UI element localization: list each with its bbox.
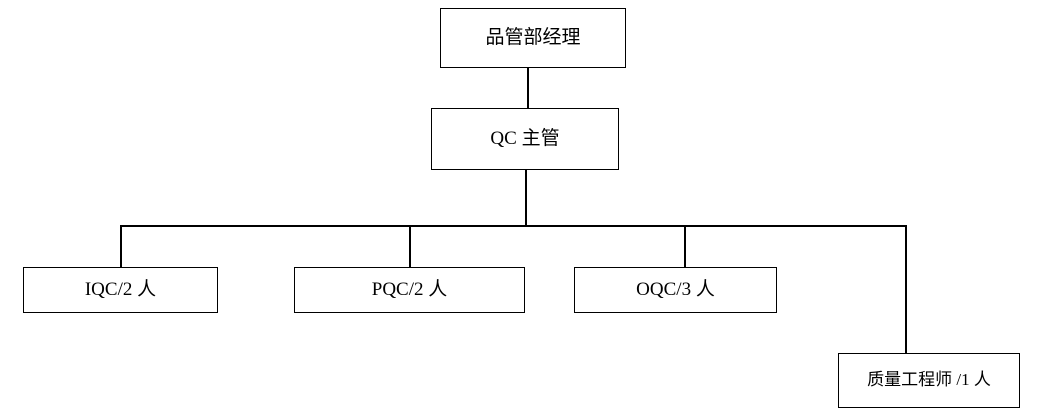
node-pqc[interactable]: PQC/2 人: [294, 267, 525, 313]
connector-bus-to-iqc: [120, 225, 122, 267]
node-label-qc-supervisor: QC 主管: [490, 127, 560, 149]
node-label-oqc: OQC/3 人: [636, 278, 715, 300]
node-quality-department-manager[interactable]: 品管部经理: [440, 8, 626, 68]
connector-manager-to-qc-supervisor: [527, 68, 529, 108]
node-quality-engineer[interactable]: 质量工程师 /1 人: [838, 353, 1020, 408]
connector-horizontal-bus: [120, 225, 907, 227]
node-label-manager: 品管部经理: [485, 26, 581, 48]
connector-bus-to-oqc: [684, 225, 686, 267]
node-iqc[interactable]: IQC/2 人: [23, 267, 218, 313]
connector-bus-to-pqc: [409, 225, 411, 267]
connector-qc-supervisor-to-bus: [525, 170, 527, 226]
node-label-pqc: PQC/2 人: [371, 278, 448, 300]
node-qc-supervisor[interactable]: QC 主管: [431, 108, 619, 170]
node-label-quality-engineer: 质量工程师 /1 人: [867, 370, 991, 390]
node-label-iqc: IQC/2 人: [84, 278, 157, 300]
connector-bus-to-quality-engineer: [905, 225, 907, 353]
node-oqc[interactable]: OQC/3 人: [574, 267, 777, 313]
